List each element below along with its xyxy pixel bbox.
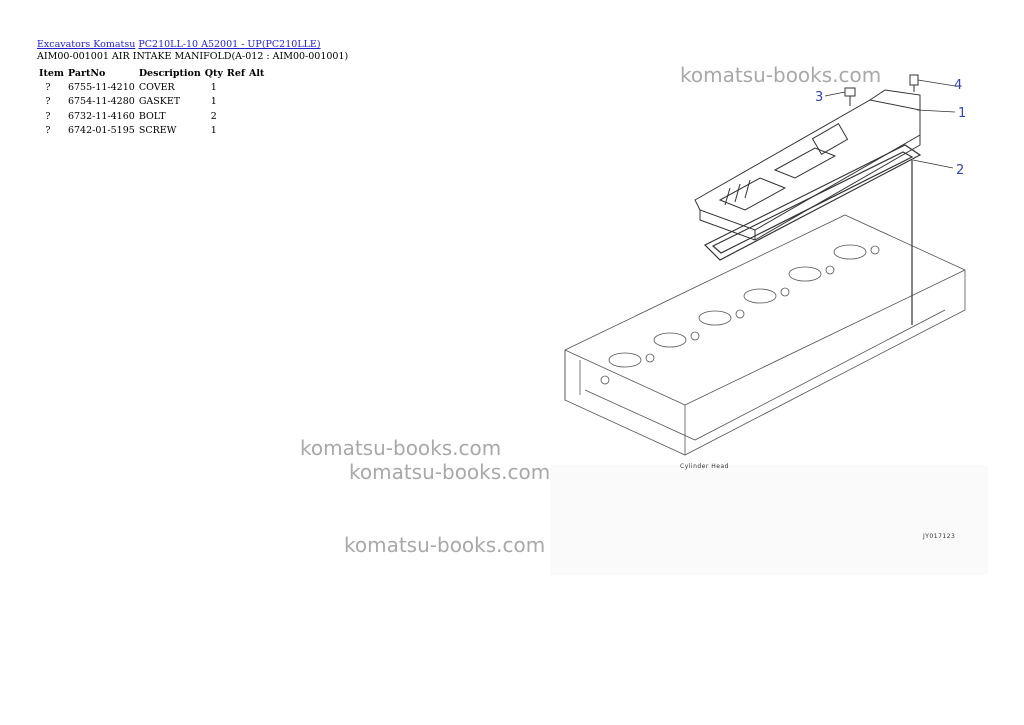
table-row: ? 6755-11-4210 COVER 1 xyxy=(37,80,266,95)
cover-part xyxy=(694,89,921,241)
cell-partno: 6754-11-4280 xyxy=(67,96,135,108)
column-header-ref: Ref xyxy=(226,67,245,79)
leader-line-2 xyxy=(912,159,954,169)
watermark-text: komatsu-books.com xyxy=(680,63,882,87)
callout-1: 1 xyxy=(958,106,966,121)
cell-alt xyxy=(247,109,266,124)
cell-alt xyxy=(247,95,266,110)
cell-alt xyxy=(247,124,266,139)
breadcrumb-link-excavators[interactable]: Excavators Komatsu xyxy=(37,39,136,50)
column-header-description: Description xyxy=(138,67,201,79)
cylinder-head xyxy=(564,214,966,456)
cell-description: COVER xyxy=(138,81,175,93)
table-row: ? 6732-11-4160 BOLT 2 xyxy=(37,109,266,124)
watermark-text: komatsu-books.com xyxy=(349,460,551,484)
cell-qty: 1 xyxy=(210,96,217,108)
drawing-code: JY017123 xyxy=(922,533,955,540)
diagram-caption: Cylinder Head xyxy=(680,463,729,470)
gasket-part xyxy=(703,144,922,261)
callout-3: 3 xyxy=(815,90,823,105)
screw-part xyxy=(909,74,956,92)
column-header-partno: PartNo xyxy=(67,67,106,79)
cell-alt xyxy=(247,80,266,95)
watermark-text: komatsu-books.com xyxy=(344,533,546,557)
cell-item: ? xyxy=(45,96,51,108)
callout-4: 4 xyxy=(954,78,962,93)
caption-panel xyxy=(550,465,988,575)
cell-description: GASKET xyxy=(138,96,181,108)
bolt-part xyxy=(824,87,856,106)
column-header-alt: Alt xyxy=(248,67,265,79)
cell-item: ? xyxy=(45,110,51,122)
parts-diagram-svg: 1 2 3 4 Cylinder Head JY017123 xyxy=(550,74,988,575)
leader-line-1 xyxy=(916,109,956,113)
column-header-qty: Qty xyxy=(204,67,223,79)
cell-description: BOLT xyxy=(138,110,166,122)
table-header-row: Item PartNo Description Qty Ref Alt xyxy=(37,66,266,80)
cell-ref xyxy=(225,80,247,95)
page-title: AIM00-001001 AIR INTAKE MANIFOLD(A-012 :… xyxy=(37,51,349,62)
cell-item: ? xyxy=(45,125,51,137)
column-header-item: Item xyxy=(39,67,64,79)
parts-diagram: 1 2 3 4 Cylinder Head JY017123 xyxy=(545,60,990,580)
cell-ref xyxy=(225,95,247,110)
cell-ref xyxy=(225,109,247,124)
table-row: ? 6754-11-4280 GASKET 1 xyxy=(37,95,266,110)
cell-ref xyxy=(225,124,247,139)
breadcrumb: Excavators Komatsu PC210LL-10 A52001 - U… xyxy=(37,39,321,50)
cell-partno: 6742-01-5195 xyxy=(67,125,135,137)
callout-2: 2 xyxy=(956,163,964,178)
cell-partno: 6732-11-4160 xyxy=(67,110,135,122)
cell-qty: 2 xyxy=(210,110,217,122)
breadcrumb-link-model[interactable]: PC210LL-10 A52001 - UP(PC210LLE) xyxy=(138,39,321,50)
cell-description: SCREW xyxy=(138,125,177,137)
cell-partno: 6755-11-4210 xyxy=(67,81,135,93)
parts-table: Item PartNo Description Qty Ref Alt ? 67… xyxy=(37,66,266,138)
cell-qty: 1 xyxy=(210,125,217,137)
cell-item: ? xyxy=(45,81,51,93)
table-row: ? 6742-01-5195 SCREW 1 xyxy=(37,124,266,139)
watermark-text: komatsu-books.com xyxy=(300,436,502,460)
cell-qty: 1 xyxy=(210,81,217,93)
